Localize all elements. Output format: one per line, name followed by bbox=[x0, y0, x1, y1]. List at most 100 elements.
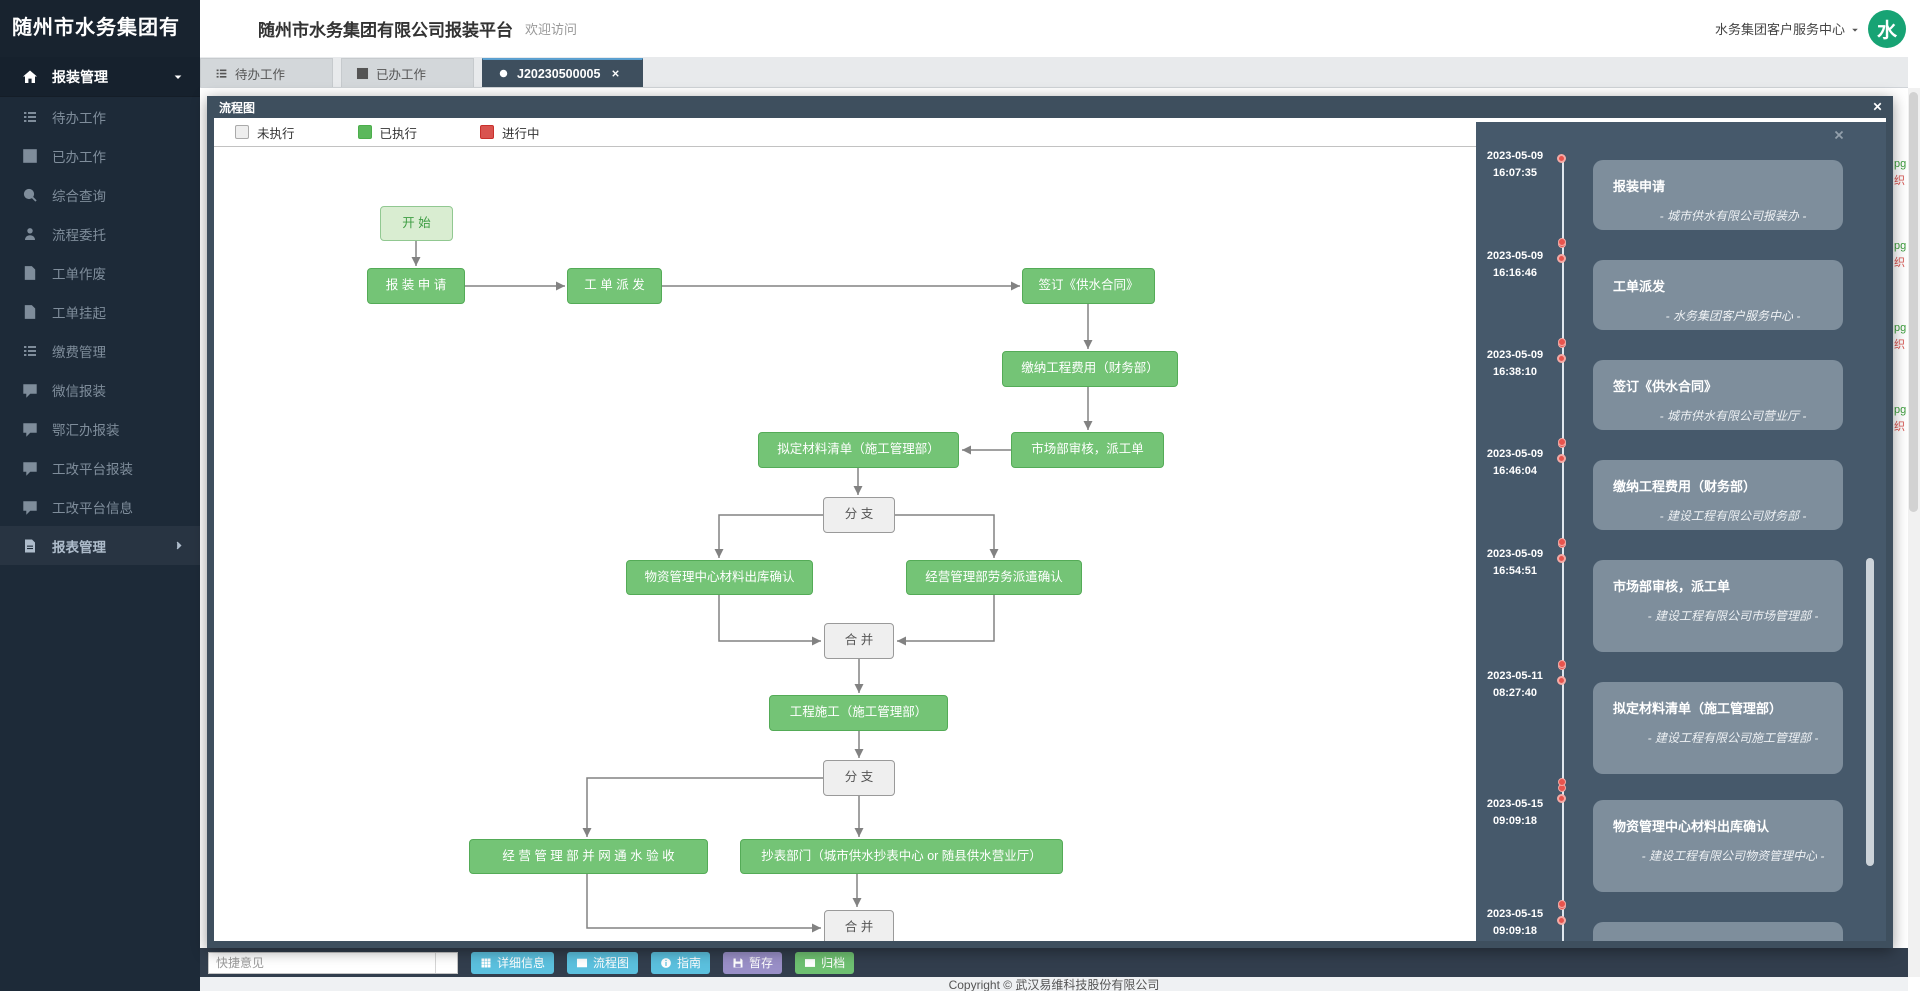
timeline-dot bbox=[1558, 660, 1566, 668]
bottom-action-bar: 快捷意见 详细信息流程图指南暂存归档 bbox=[200, 948, 1908, 977]
chat-icon bbox=[22, 382, 38, 398]
sidebar-item-0[interactable]: 报装管理 bbox=[0, 57, 200, 97]
timeline-dot bbox=[1558, 438, 1566, 446]
timeline-time: 08:27:40 bbox=[1492, 687, 1538, 699]
flow-node-task-13[interactable]: 经 营 管 理 部 并 网 通 水 验 收 bbox=[469, 839, 708, 874]
sidebar-item-label: 缴费管理 bbox=[52, 344, 106, 360]
sidebar-item-2[interactable]: 已办工作 bbox=[0, 136, 200, 175]
timeline-time: 16:16:46 bbox=[1492, 267, 1538, 279]
action-button-1[interactable]: 流程图 bbox=[567, 951, 639, 974]
tab-待办工作[interactable]: 待办工作 bbox=[200, 58, 333, 87]
user-icon bbox=[22, 226, 38, 242]
sidebar-item-label: 工单作废 bbox=[52, 266, 106, 282]
timeline-time: 16:38:10 bbox=[1492, 366, 1538, 378]
page-scrollbar[interactable] bbox=[1908, 88, 1920, 977]
sidebar-item-11[interactable]: 工改平台信息 bbox=[0, 487, 200, 526]
scrollbar-thumb[interactable] bbox=[1909, 92, 1918, 512]
tab-close-icon[interactable] bbox=[610, 68, 621, 79]
legend-swatch bbox=[357, 125, 372, 139]
legend-label: 已执行 bbox=[379, 126, 418, 141]
legend-swatch[interactable] bbox=[235, 125, 249, 139]
page-title: 随州市水务集团有限公司报装平台 bbox=[258, 21, 513, 40]
background-text-fragment: pg bbox=[1894, 322, 1907, 334]
avatar[interactable]: 水 bbox=[1868, 9, 1906, 48]
flowchart: 开 始报 装 申 请工 单 派 发签订《供水合同》缴纳工程费用（财务部）拟定材料… bbox=[214, 118, 1476, 941]
timeline-dot bbox=[1557, 554, 1566, 563]
user-name: 水务集团客户服务中心 bbox=[1714, 22, 1845, 37]
timeline-dot bbox=[1557, 676, 1566, 685]
flow-node-task-2[interactable]: 工 单 派 发 bbox=[567, 268, 662, 304]
flow-node-task-3[interactable]: 签订《供水合同》 bbox=[1022, 268, 1155, 304]
panel-scrollbar-thumb[interactable] bbox=[1866, 558, 1874, 866]
sidebar-item-7[interactable]: 缴费管理 bbox=[0, 331, 200, 370]
modal-close-icon[interactable] bbox=[1871, 100, 1884, 113]
image-icon bbox=[576, 957, 588, 969]
timeline-time: 09:09:18 bbox=[1492, 815, 1538, 827]
quick-opinion-select[interactable]: 快捷意见 bbox=[208, 951, 458, 974]
user-menu[interactable]: 水务集团客户服务中心 水 bbox=[1714, 9, 1906, 48]
background-text-fragment: 织 bbox=[1894, 339, 1905, 351]
flow-node-task-11[interactable]: 工程施工（施工管理部） bbox=[769, 695, 948, 731]
panel-collapse-icon[interactable] bbox=[1832, 128, 1846, 142]
timeline-card-7: 经营管理部劳务派遣确认 bbox=[1593, 922, 1843, 941]
caret-down-icon bbox=[442, 958, 452, 968]
sidebar-item-1[interactable]: 待办工作 bbox=[0, 97, 200, 136]
flow-node-task-6[interactable]: 市场部审核，派工单 bbox=[1011, 432, 1164, 468]
timeline-date: 2023-05-11 bbox=[1487, 670, 1543, 682]
timeline-dot bbox=[1558, 338, 1566, 346]
timeline-card-0: 报装申请- 城市供水有限公司报装办 - bbox=[1593, 160, 1843, 230]
sidebar-item-8[interactable]: 微信报装 bbox=[0, 370, 200, 409]
tab-bar: 待办工作已办工作 J20230500005 bbox=[200, 57, 1908, 88]
report-icon bbox=[22, 538, 38, 554]
sidebar-item-6[interactable]: 工单挂起 bbox=[0, 292, 200, 331]
flow-node-task-14[interactable]: 抄表部门（城市供水抄表中心 or 随县供水营业厅） bbox=[740, 839, 1063, 874]
sidebar-item-10[interactable]: 工改平台报装 bbox=[0, 448, 200, 487]
sidebar-item-12[interactable]: 报表管理 bbox=[0, 526, 200, 565]
flow-edge-8 bbox=[895, 514, 999, 558]
sidebar-item-label: 流程委托 bbox=[52, 227, 106, 243]
action-button-2[interactable]: 指南 bbox=[651, 951, 711, 974]
flow-node-gateway-12: 分 支 bbox=[823, 760, 895, 796]
timeline-card-title: 签订《供水合同》 bbox=[1613, 379, 1718, 394]
flow-node-task-9[interactable]: 经营管理部劳务派遣确认 bbox=[906, 560, 1082, 595]
timeline-dot bbox=[1558, 778, 1566, 786]
action-button-3[interactable]: 暂存 bbox=[723, 951, 783, 974]
sidebar-item-label: 报装管理 bbox=[52, 68, 108, 85]
flow-edge-10 bbox=[897, 595, 995, 646]
timeline-timestamp-5: 2023-05-11 08:27:40 bbox=[1480, 670, 1550, 699]
timeline-line bbox=[1562, 156, 1564, 941]
background-text-fragment: 织 bbox=[1894, 175, 1905, 187]
tab-已办工作[interactable]: 已办工作 bbox=[341, 58, 474, 87]
background-text-fragment: 织 bbox=[1894, 421, 1905, 433]
timeline-date: 2023-05-09 bbox=[1486, 150, 1544, 162]
flow-node-task-4[interactable]: 缴纳工程费用（财务部） bbox=[1002, 351, 1178, 387]
tab-J20230500005[interactable]: J20230500005 bbox=[482, 58, 644, 87]
sidebar-item-3[interactable]: 综合查询 bbox=[0, 175, 200, 214]
sidebar-item-4[interactable]: 流程委托 bbox=[0, 214, 200, 253]
legend-label: 未执行 bbox=[257, 126, 295, 141]
flow-node-gateway-7: 分 支 bbox=[823, 497, 895, 533]
action-button-0[interactable]: 详细信息 bbox=[471, 951, 555, 974]
top-header: 随州市水务集团有限公司报装平台 欢迎访问 水务集团客户服务中心 水 bbox=[200, 0, 1920, 57]
sidebar-item-label: 工改平台信息 bbox=[52, 500, 133, 516]
search-icon bbox=[22, 187, 38, 203]
chat-icon bbox=[22, 421, 38, 437]
list-icon bbox=[22, 109, 38, 125]
action-button-4[interactable]: 归档 bbox=[795, 951, 855, 974]
timeline-card-title: 拟定材料清单（施工管理部） bbox=[1613, 701, 1783, 716]
flow-node-task-1[interactable]: 报 装 申 请 bbox=[367, 268, 465, 304]
legend-label: 进行中 bbox=[502, 126, 540, 141]
flow-node-task-8[interactable]: 物资管理中心材料出库确认 bbox=[626, 560, 813, 595]
flow-edges bbox=[411, 241, 1093, 933]
timeline-card-title: 经营管理部劳务派遣确认 bbox=[1613, 938, 1825, 941]
flow-node-task-5[interactable]: 拟定材料清单（施工管理部） bbox=[758, 432, 959, 468]
list-icon bbox=[215, 67, 228, 80]
sidebar-item-5[interactable]: 工单作废 bbox=[0, 253, 200, 292]
timeline-dot bbox=[1558, 538, 1566, 546]
modal-header: 流程图 bbox=[207, 96, 1893, 118]
sidebar-item-9[interactable]: 鄂汇办报装 bbox=[0, 409, 200, 448]
